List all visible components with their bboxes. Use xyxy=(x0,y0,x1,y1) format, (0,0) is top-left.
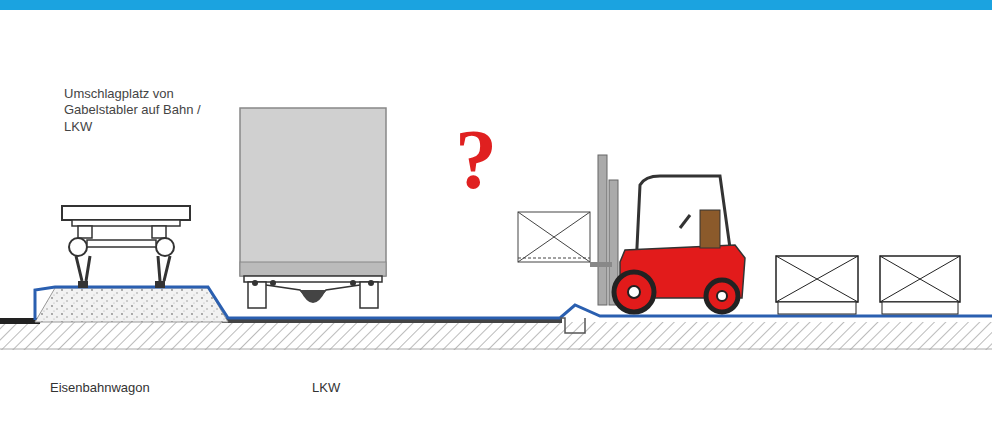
pallet-box xyxy=(518,212,590,262)
rail-wagon xyxy=(62,206,190,281)
truck-label: LKW xyxy=(312,380,392,396)
truck xyxy=(240,108,386,308)
site-note: Umschlagplatz von Gabelstabler auf Bahn … xyxy=(64,86,204,135)
top-bar xyxy=(0,0,992,10)
ballast-bed xyxy=(35,288,228,322)
forklift xyxy=(590,155,745,312)
ground-hatching xyxy=(0,322,992,350)
pallet-boxes xyxy=(776,256,960,314)
question-mark: ? xyxy=(455,118,535,202)
wagon-label: Eisenbahnwagon xyxy=(50,380,210,396)
